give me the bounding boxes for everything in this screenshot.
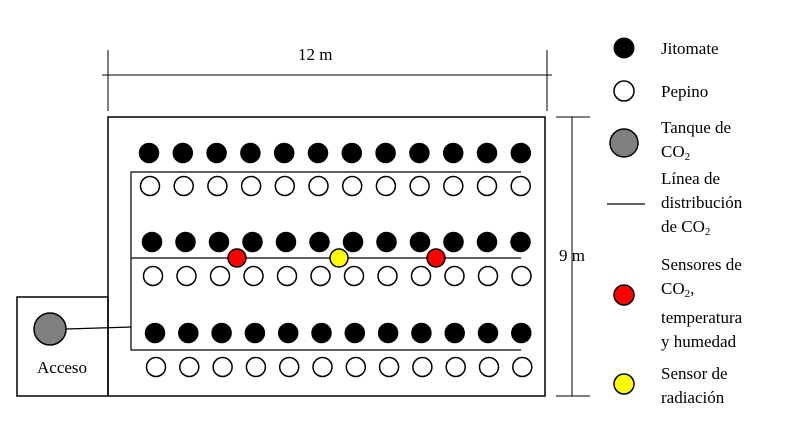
jitomate-plant	[477, 322, 499, 344]
jitomate-plant	[307, 142, 329, 164]
pepino-plant	[142, 265, 164, 287]
jitomate-plant	[144, 322, 166, 344]
pepino-plant	[445, 356, 466, 378]
legend-radiation-sensor-symbol	[613, 373, 635, 395]
jitomate-plant	[242, 231, 263, 253]
pepino-plant	[312, 356, 333, 378]
pepino-plant	[274, 175, 296, 197]
pepino-plant	[443, 175, 464, 197]
radiation-sensor	[329, 248, 349, 268]
pepino-plant	[444, 265, 465, 287]
legend-radiation-label: Sensor de radiación	[661, 364, 728, 407]
jitomate-plant	[344, 322, 366, 344]
pepino-plant	[510, 175, 531, 197]
jitomate-plant	[175, 231, 196, 253]
legend-jitomate-label: Jitomate	[661, 39, 719, 58]
jitomate-plant	[342, 231, 364, 253]
jitomate-plant	[377, 322, 399, 344]
jitomate-plant	[273, 142, 295, 164]
pepino-plant	[343, 265, 365, 287]
pepino-plant	[345, 356, 367, 378]
legend-jitomate-symbol	[613, 37, 635, 59]
jitomate-plant	[443, 231, 464, 253]
jitomate-plant	[409, 231, 431, 253]
pepino-plant	[145, 356, 167, 378]
legend-pepino-symbol	[613, 80, 635, 102]
pepino-plant	[375, 175, 397, 197]
jitomate-plant	[476, 142, 498, 164]
co2-distribution-line	[130, 171, 521, 351]
greenhouse-outline	[107, 116, 546, 397]
jitomate-plant	[476, 231, 498, 253]
pepino-plant	[341, 175, 363, 197]
jitomate-plant	[444, 322, 465, 344]
jitomate-plant	[275, 231, 297, 253]
co2-sensor	[426, 248, 446, 268]
access-label: Acceso	[37, 358, 88, 377]
pepino-plant	[410, 265, 432, 287]
jitomate-plant	[510, 142, 532, 164]
jitomate-plant	[141, 231, 163, 253]
jitomate-plant	[244, 322, 266, 344]
jitomate-plant	[138, 142, 160, 164]
jitomate-plant	[375, 142, 396, 164]
pepino-plant	[477, 265, 499, 287]
jitomate-plant	[211, 322, 232, 344]
pepino-plant	[139, 175, 161, 197]
legend-co2-sensor-symbol	[613, 284, 635, 306]
pepino-plant	[378, 356, 400, 378]
pepino-plant	[377, 265, 398, 287]
co2-tank	[33, 312, 67, 346]
pepino-plant	[511, 265, 532, 287]
pepino-plant	[512, 356, 533, 378]
pepino-plant	[209, 265, 231, 287]
pepino-plant	[412, 356, 433, 378]
jitomate-plant	[240, 142, 261, 164]
pepino-plant	[308, 175, 329, 197]
legend-tank-symbol	[609, 128, 639, 158]
pepino-plant	[476, 175, 498, 197]
sensor-group	[227, 248, 446, 268]
pepino-plant	[173, 175, 194, 197]
pepino-plant	[179, 356, 200, 378]
pepino-plant	[310, 265, 331, 287]
plant-grid	[138, 142, 533, 378]
height-label: 9 m	[559, 246, 585, 265]
pepino-plant	[478, 356, 500, 378]
legend-sensors-label: Sensores de CO2, temperatura y humedad	[661, 255, 743, 351]
width-label: 12 m	[298, 45, 333, 64]
legend-distribution-label: Línea de distribución de CO2	[661, 169, 743, 238]
jitomate-plant	[208, 231, 230, 253]
pepino-plant	[245, 356, 267, 378]
jitomate-plant	[277, 322, 299, 344]
pepino-plant	[240, 175, 262, 197]
jitomate-plant	[341, 142, 363, 164]
pepino-plant	[409, 175, 430, 197]
pepino-plant	[207, 175, 228, 197]
pepino-plant	[212, 356, 233, 378]
legend-tank-label: Tanque de CO2	[661, 118, 732, 163]
jitomate-plant	[511, 322, 532, 344]
pepino-plant	[276, 265, 298, 287]
jitomate-plant	[311, 322, 332, 344]
jitomate-plant	[409, 142, 430, 164]
jitomate-plant	[206, 142, 227, 164]
pepino-plant	[278, 356, 300, 378]
jitomate-plant	[178, 322, 199, 344]
jitomate-plant	[376, 231, 397, 253]
pepino-plant	[243, 265, 264, 287]
legend-pepino-label: Pepino	[661, 82, 709, 101]
co2-sensor	[227, 248, 247, 268]
jitomate-plant	[172, 142, 194, 164]
jitomate-plant	[510, 231, 531, 253]
jitomate-plant	[309, 231, 330, 253]
jitomate-plant	[442, 142, 464, 164]
access-room	[16, 296, 109, 397]
pepino-plant	[176, 265, 197, 287]
jitomate-plant	[411, 322, 432, 344]
tank-connection-line	[65, 326, 132, 330]
